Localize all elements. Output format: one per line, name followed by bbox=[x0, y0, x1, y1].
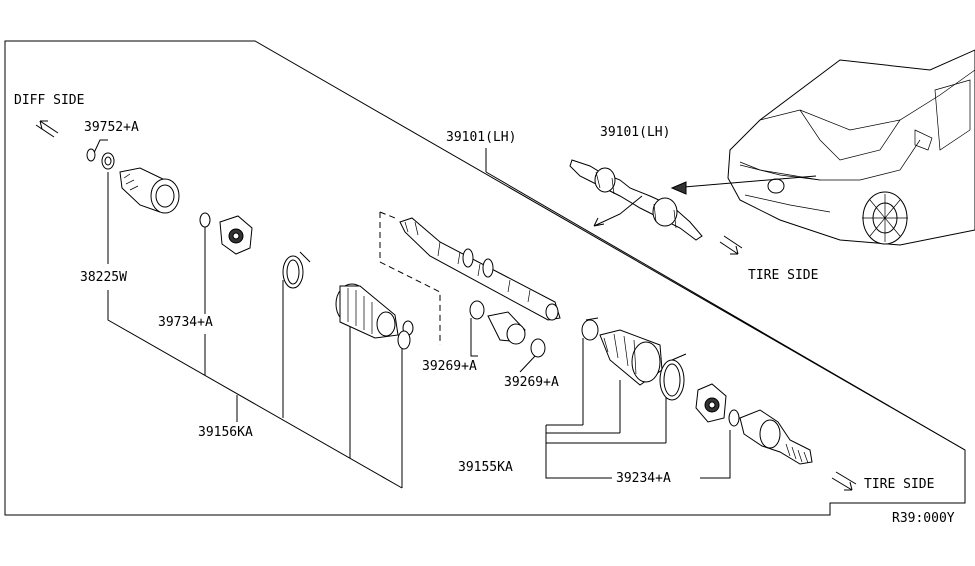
part-number-39269-b[interactable]: 39269+A bbox=[504, 375, 559, 390]
tire-side-label-upper: TIRE SIDE bbox=[748, 268, 818, 283]
outer-band-large bbox=[659, 353, 687, 401]
main-shaft-leader bbox=[485, 171, 966, 451]
part-number-39101-main[interactable]: 39101(LH) bbox=[446, 130, 516, 145]
tire-side-arrow-icon-upper bbox=[719, 235, 743, 255]
drive-shaft bbox=[399, 217, 561, 321]
dashed-bracket bbox=[379, 212, 441, 345]
vehicle-illustration bbox=[670, 49, 975, 246]
part-number-39156[interactable]: 39156KA bbox=[198, 425, 253, 440]
bearing-left bbox=[101, 152, 115, 170]
part-number-39269-a[interactable]: 39269+A bbox=[422, 359, 477, 374]
leader-lines bbox=[92, 139, 731, 489]
outer-band-small bbox=[581, 317, 599, 341]
tire-side-arrow-icon bbox=[831, 471, 857, 491]
damper-ring-right bbox=[530, 338, 546, 358]
part-number-39734[interactable]: 39734+A bbox=[158, 315, 213, 330]
damper-ring-left bbox=[469, 300, 485, 320]
inset-drive-shaft bbox=[569, 159, 703, 241]
snap-ring-outer bbox=[728, 409, 740, 427]
outer-boot bbox=[599, 329, 663, 386]
inner-joint-housing bbox=[119, 167, 180, 214]
outer-stub-shaft bbox=[739, 409, 813, 465]
part-number-39101-inset[interactable]: 39101(LH) bbox=[600, 125, 670, 140]
damper-body bbox=[487, 311, 526, 345]
part-number-39234[interactable]: 39234+A bbox=[616, 471, 671, 486]
snap-ring-left bbox=[86, 148, 96, 162]
diff-side-arrow-icon bbox=[35, 120, 59, 138]
boot-band-small bbox=[282, 251, 311, 289]
part-number-39752[interactable]: 39752+A bbox=[84, 120, 139, 135]
inner-boot bbox=[335, 283, 414, 350]
part-number-39155[interactable]: 39155KA bbox=[458, 460, 513, 475]
part-number-38225[interactable]: 38225W bbox=[80, 270, 127, 285]
snap-ring-39734 bbox=[199, 212, 211, 228]
diagram-frame bbox=[4, 40, 966, 516]
tire-side-label-lower: TIRE SIDE bbox=[864, 477, 934, 492]
outer-joint-cage bbox=[695, 383, 727, 423]
diff-side-label: DIFF SIDE bbox=[14, 93, 84, 108]
tripod-spider bbox=[219, 215, 253, 255]
figure-code: R39:000Y bbox=[892, 511, 955, 526]
